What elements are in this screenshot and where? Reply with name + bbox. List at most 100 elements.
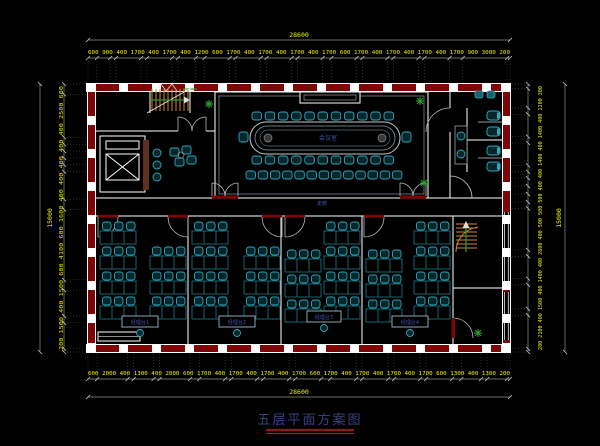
column xyxy=(119,83,128,92)
chair xyxy=(218,246,228,256)
chair xyxy=(317,111,328,121)
conference-table xyxy=(249,91,401,155)
chair xyxy=(343,155,355,165)
column xyxy=(502,149,511,158)
chair xyxy=(311,299,321,309)
door-arc xyxy=(191,116,207,132)
column xyxy=(317,83,326,92)
chair xyxy=(330,111,342,121)
wc-fixtures xyxy=(454,90,501,172)
manager-desk xyxy=(391,315,429,328)
chair xyxy=(326,271,336,281)
drawing-title: 五层平面方案图 xyxy=(257,412,362,428)
chair xyxy=(258,271,268,281)
desk xyxy=(413,255,451,270)
chair xyxy=(428,221,438,231)
reception-area xyxy=(143,140,197,190)
column xyxy=(218,83,227,92)
dim-tick xyxy=(37,349,43,355)
chair xyxy=(152,246,162,256)
chair xyxy=(181,145,192,155)
column xyxy=(284,83,293,92)
desk xyxy=(149,305,187,320)
door-sill xyxy=(168,214,188,218)
workstation-unit xyxy=(323,271,361,295)
column xyxy=(251,344,260,353)
workstation-unit xyxy=(413,271,451,295)
dim-right-overall-group: 15000 xyxy=(555,208,563,228)
chair xyxy=(357,111,368,121)
chair xyxy=(330,155,342,165)
desk xyxy=(365,258,403,273)
chair xyxy=(245,170,256,180)
column xyxy=(416,344,425,353)
chair xyxy=(194,296,204,306)
chair xyxy=(304,111,315,121)
elevator xyxy=(99,135,146,193)
column xyxy=(383,344,392,353)
workstation-unit xyxy=(149,246,187,270)
chair xyxy=(350,221,360,231)
projection-screen-inner xyxy=(303,94,357,101)
desk xyxy=(99,255,137,270)
chair xyxy=(440,271,450,281)
chair xyxy=(152,148,162,158)
chair xyxy=(152,296,162,306)
desk xyxy=(149,255,187,270)
corridor-doors xyxy=(97,182,427,238)
plant-icon xyxy=(420,179,428,187)
chair xyxy=(326,296,336,306)
chair xyxy=(338,221,348,231)
chair xyxy=(428,271,438,281)
workstation-unit xyxy=(413,296,451,320)
dim-left-segments: 200 1500 400 1500 600 4100 600 1600 400 … xyxy=(59,86,65,350)
door-sill xyxy=(262,214,282,218)
room-labels: 会议室 走廊 经理台1 经理台2 经理台3 经理台4 xyxy=(131,134,419,326)
dim-top-overall: 28600 xyxy=(289,31,309,39)
chair xyxy=(258,246,268,256)
chair xyxy=(169,147,180,157)
chair xyxy=(152,271,162,281)
workstation-unit xyxy=(284,274,322,298)
plant-leaf xyxy=(416,97,424,105)
sink xyxy=(456,131,466,141)
column xyxy=(87,116,96,125)
desk xyxy=(191,280,229,295)
column xyxy=(482,344,491,353)
chair xyxy=(291,155,302,165)
title-block: 五层平面方案图 xyxy=(257,412,362,435)
workstation-unit xyxy=(365,274,403,298)
desk-label: 经理台3 xyxy=(315,314,333,321)
interior-walls xyxy=(95,91,503,345)
stair-direction-arrow xyxy=(462,221,470,228)
chair xyxy=(218,271,228,281)
chair xyxy=(246,296,256,306)
chair xyxy=(343,170,354,180)
door-arc xyxy=(425,107,451,133)
dim-tick xyxy=(85,394,91,400)
workstation-unit xyxy=(243,271,281,295)
dim-tick xyxy=(507,37,513,43)
door-arc xyxy=(261,216,283,238)
chair xyxy=(270,296,280,306)
dim-left-overall: 15000 xyxy=(46,208,54,228)
chair xyxy=(287,274,297,284)
wall-top xyxy=(88,84,510,91)
desk xyxy=(243,280,281,295)
chair xyxy=(291,111,302,121)
stair-top-left xyxy=(146,86,194,114)
plants xyxy=(205,97,482,337)
desk xyxy=(191,230,229,245)
dim-bottom-overall: 28600 xyxy=(289,388,309,396)
plant-icon xyxy=(205,100,213,108)
column xyxy=(449,344,458,353)
column xyxy=(152,344,161,353)
chair xyxy=(416,221,426,231)
dim-tick xyxy=(507,394,513,400)
desk-label: 经理台2 xyxy=(228,319,246,326)
column xyxy=(87,182,96,191)
workstation-unit xyxy=(99,246,137,270)
chair xyxy=(270,271,280,281)
dim-bottom-segments: 600 2000 400 1300 400 2000 600 1700 400 … xyxy=(88,371,510,377)
